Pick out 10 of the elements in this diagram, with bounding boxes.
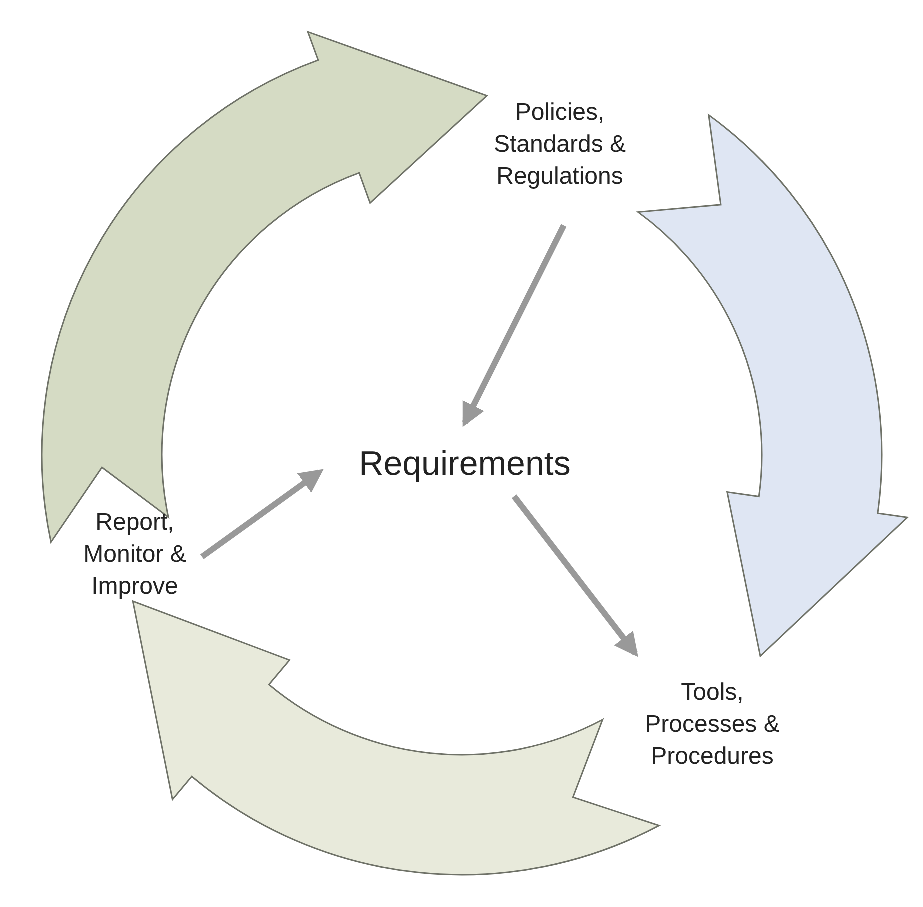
arrow — [462, 224, 567, 428]
node-label: Tools, Processes & Procedures — [644, 678, 781, 772]
node-label: Requirements — [359, 444, 571, 486]
curved-block-arrow — [132, 600, 660, 876]
curved-block-arrow — [41, 31, 488, 544]
curved-block-arrow — [638, 114, 908, 658]
arrow — [200, 469, 324, 560]
node-label: Report, Monitor & Improve — [82, 508, 188, 602]
node-label: Policies, Standards & Regulations — [492, 98, 628, 192]
arrow — [512, 494, 638, 658]
